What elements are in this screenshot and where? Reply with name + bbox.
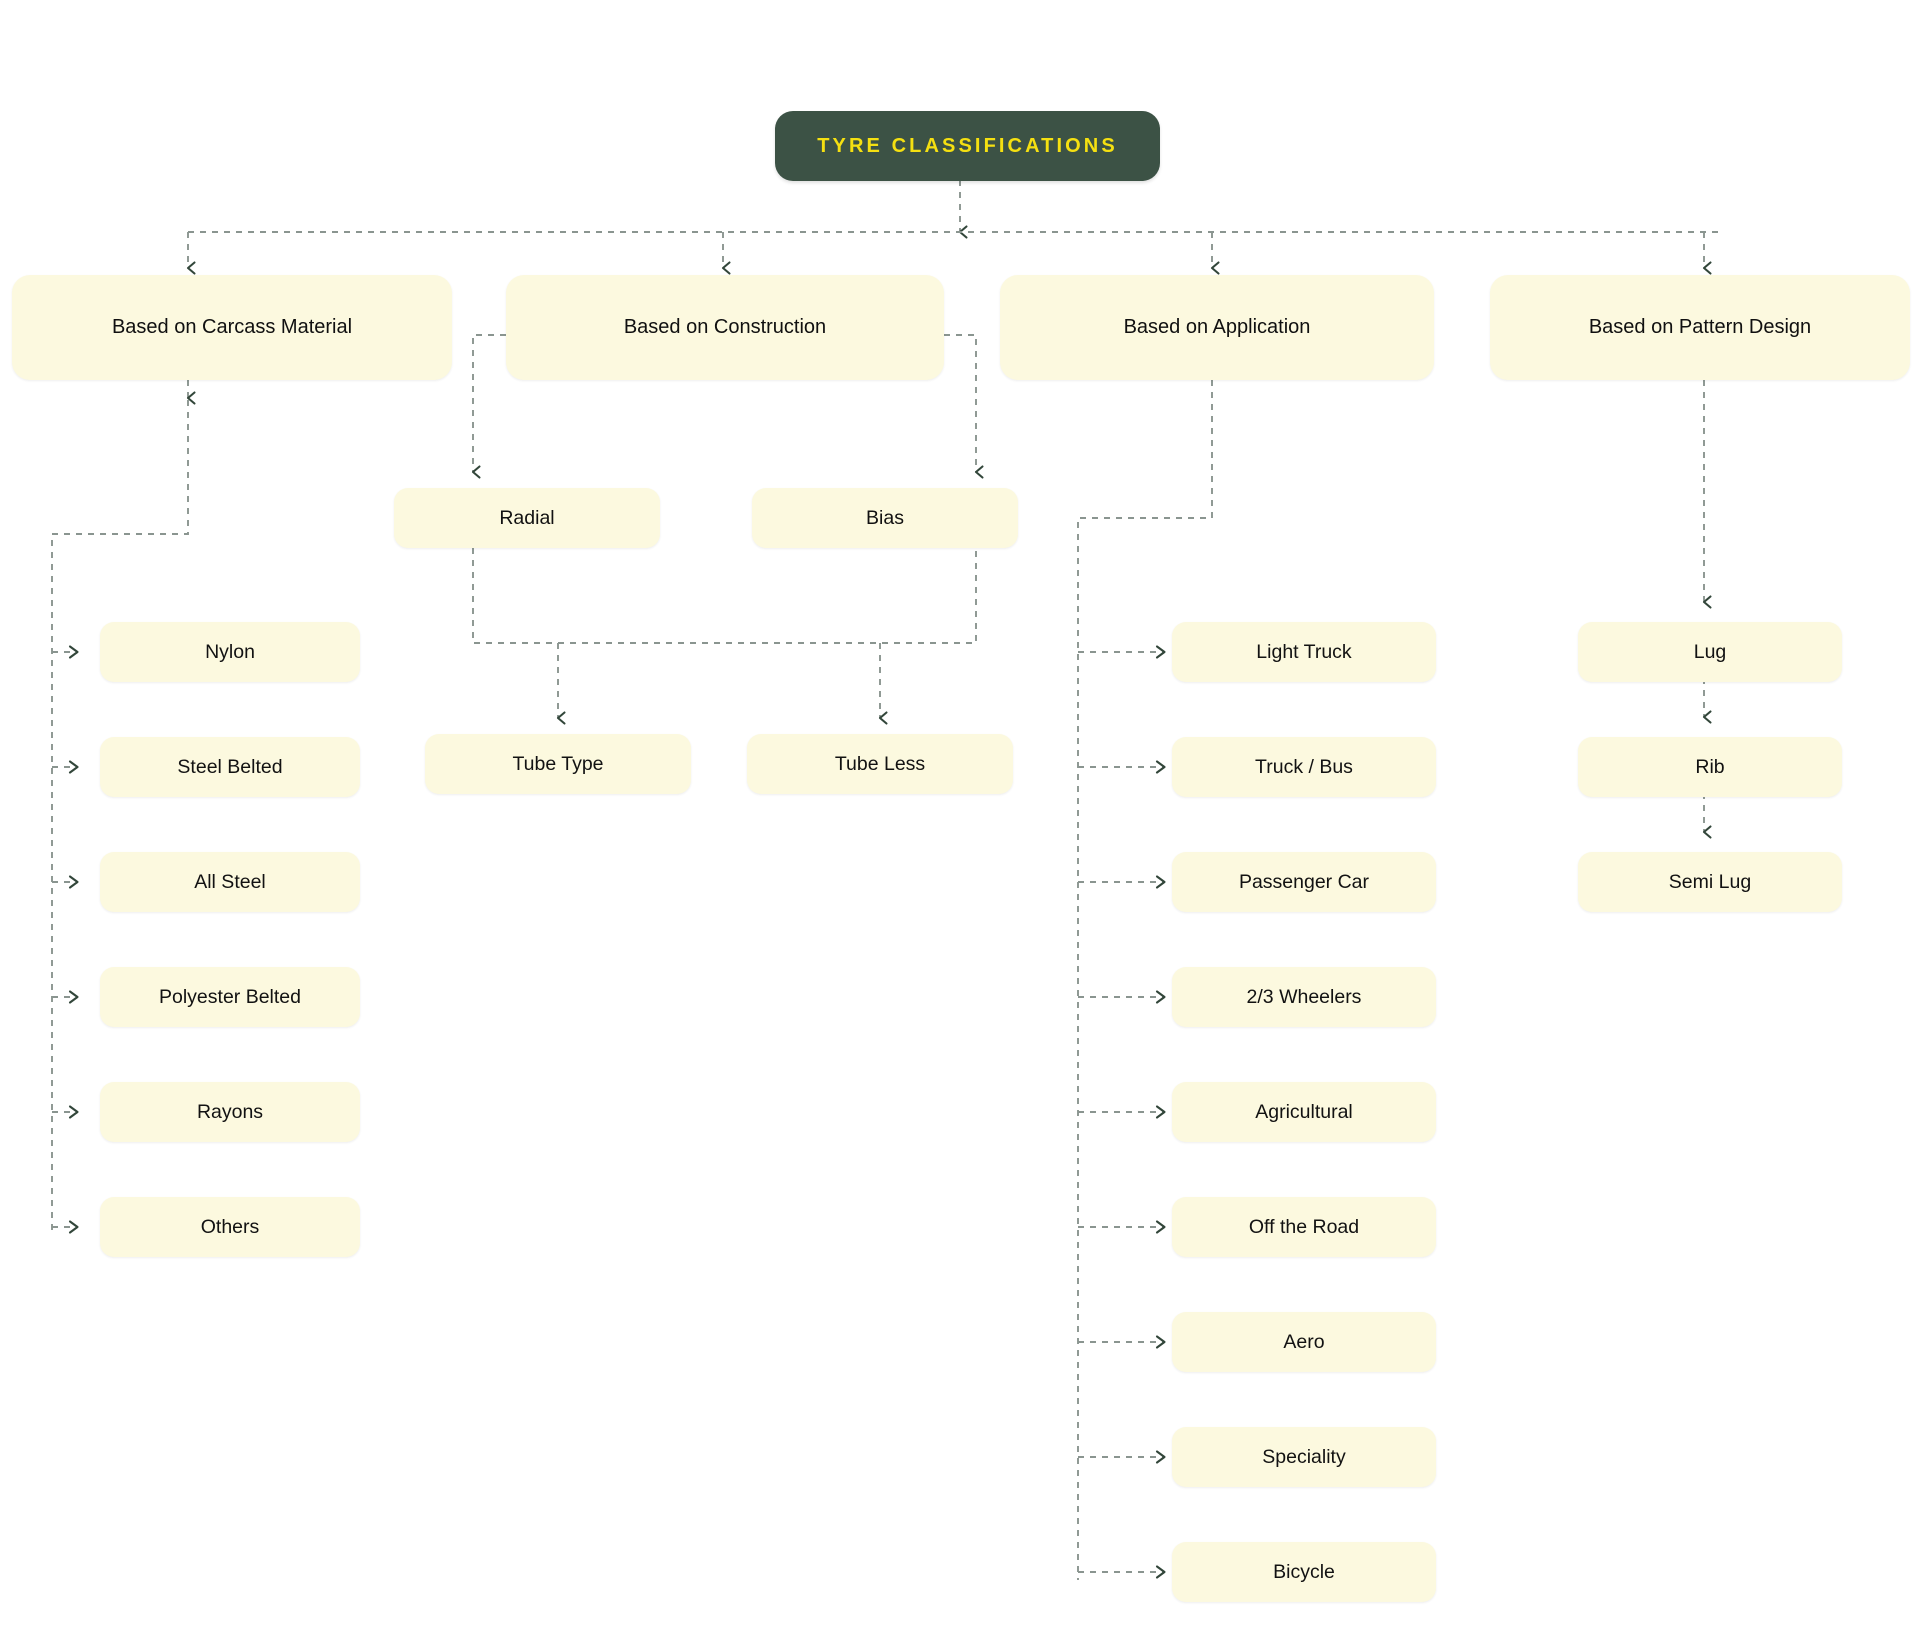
leaf-node-truck-bus[interactable]: Truck / Bus [1172,737,1436,797]
leaf-label: Agricultural [1255,1100,1353,1123]
leaf-node-polyester-belted[interactable]: Polyester Belted [100,967,360,1027]
leaf-label: Others [200,1215,260,1238]
leaf-node-rayons[interactable]: Rayons [100,1082,360,1142]
branch-node-pattern-design[interactable]: Based on Pattern Design [1490,275,1910,380]
leaf-label: Semi Lug [1668,870,1752,893]
leaf-label: Tube Less [834,752,926,775]
leaf-node-semi-lug[interactable]: Semi Lug [1578,852,1842,912]
leaf-node-off-the-road[interactable]: Off the Road [1172,1197,1436,1257]
branch-label: Based on Application [1123,316,1311,338]
leaf-label: Nylon [205,640,255,663]
leaf-node-bicycle[interactable]: Bicycle [1172,1542,1436,1602]
branch-node-application[interactable]: Based on Application [1000,275,1434,380]
leaf-node-all-steel[interactable]: All Steel [100,852,360,912]
branch-label: Based on Carcass Material [111,316,353,338]
branch-label: Based on Pattern Design [1588,316,1812,338]
leaf-node-nylon[interactable]: Nylon [100,622,360,682]
leaf-label: Off the Road [1248,1215,1360,1238]
leaf-label: Speciality [1262,1445,1346,1468]
leaf-node-steel-belted[interactable]: Steel Belted [100,737,360,797]
leaf-node-light-truck[interactable]: Light Truck [1172,622,1436,682]
leaf-node-tube-type[interactable]: Tube Type [425,734,691,794]
leaf-node-passenger-car[interactable]: Passenger Car [1172,852,1436,912]
branch-node-construction[interactable]: Based on Construction [506,275,944,380]
root-node-tyre-classifications[interactable]: TYRE CLASSIFICATIONS [775,111,1160,181]
leaf-label: Steel Belted [177,755,283,778]
leaf-label: Rib [1695,755,1725,778]
branch-node-carcass-material[interactable]: Based on Carcass Material [12,275,452,380]
leaf-label: Aero [1283,1330,1325,1353]
leaf-label: Tube Type [512,752,604,775]
branch-label: Based on Construction [623,316,827,338]
leaf-label: All Steel [194,870,266,893]
leaf-label: Bicycle [1273,1560,1335,1583]
leaf-label: Truck / Bus [1255,755,1353,778]
leaf-node-2-3-wheelers[interactable]: 2/3 Wheelers [1172,967,1436,1027]
leaf-label: Radial [499,506,555,529]
leaf-node-lug[interactable]: Lug [1578,622,1842,682]
leaf-label: Passenger Car [1238,870,1370,893]
root-label: TYRE CLASSIFICATIONS [817,134,1118,157]
leaf-node-agricultural[interactable]: Agricultural [1172,1082,1436,1142]
leaf-node-aero[interactable]: Aero [1172,1312,1436,1372]
leaf-node-radial[interactable]: Radial [394,488,660,548]
leaf-label: Light Truck [1256,640,1352,663]
leaf-node-bias[interactable]: Bias [752,488,1018,548]
leaf-label: Rayons [196,1100,264,1123]
leaf-node-rib[interactable]: Rib [1578,737,1842,797]
leaf-label: Bias [866,506,904,529]
leaf-label: Lug [1693,640,1727,663]
leaf-node-speciality[interactable]: Speciality [1172,1427,1436,1487]
leaf-node-tube-less[interactable]: Tube Less [747,734,1013,794]
leaf-label: Polyester Belted [159,985,301,1008]
leaf-label: 2/3 Wheelers [1246,985,1362,1008]
leaf-node-others[interactable]: Others [100,1197,360,1257]
